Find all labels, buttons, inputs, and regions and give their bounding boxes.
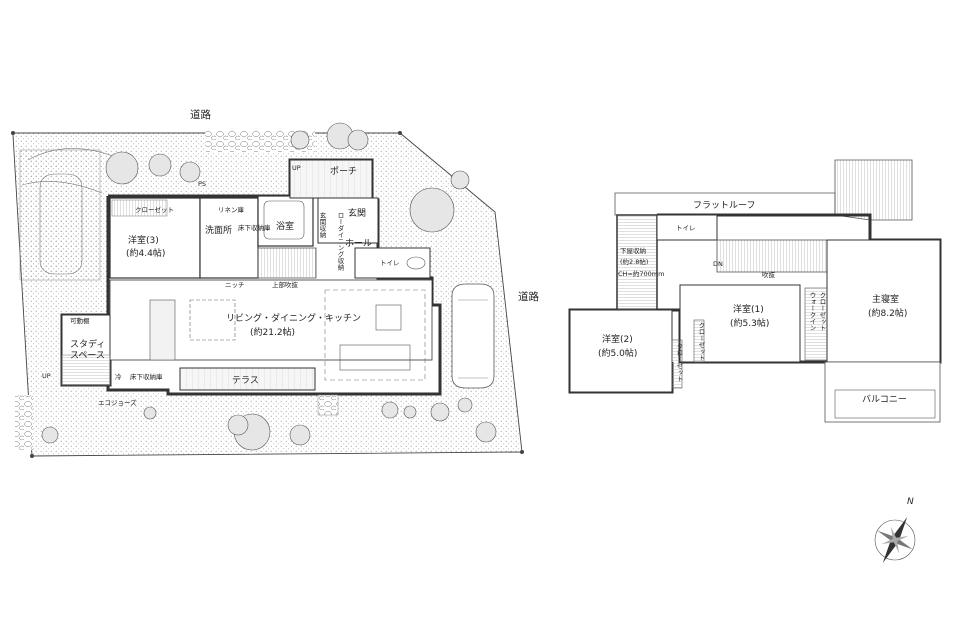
ps-label: PS — [198, 180, 206, 188]
under-floor-storage-label: 床下収納庫 — [238, 223, 271, 232]
niche-label: ニッチ — [225, 281, 245, 289]
living-table — [375, 304, 402, 331]
porch-label: ポーチ — [330, 166, 357, 177]
road-right-label: 道路 — [518, 290, 539, 303]
fridge-label: 冷 — [115, 372, 122, 381]
washroom-label: 洗面所 — [205, 224, 232, 236]
balcony — [824, 361, 941, 423]
kitchen-storage-label: 床下収納庫 — [130, 372, 163, 381]
lower-storage-ch: CH=約700mm — [618, 269, 664, 278]
kitchen-counter — [149, 299, 176, 361]
car-left — [39, 173, 83, 275]
low-dining-storage-label: ローダイニング収納 — [336, 212, 344, 272]
room-porch — [289, 159, 373, 199]
walk-in-closet-label-1: ウォークイン — [808, 292, 816, 331]
walk-in-closet-label-2: クローゼット — [818, 292, 826, 332]
lower-storage — [616, 214, 658, 311]
western-room-2-label: 洋室(2) — [602, 333, 633, 345]
dn-label: DN — [713, 260, 723, 268]
entrance-label: 玄関 — [348, 207, 366, 219]
terrace — [179, 367, 316, 391]
study-space-label: スペース — [70, 351, 105, 361]
compass: N — [874, 497, 916, 563]
car-right — [451, 283, 495, 389]
terrace-label: テラス — [232, 375, 259, 386]
stairs-ground — [257, 247, 317, 279]
hall-label: ホール — [345, 238, 372, 249]
upper-stairs — [716, 239, 828, 273]
upper-floor-plan: フラットルーフ 下屋収納 (約2.8帖) CH=約700mm トイレ DN 吹抜… — [568, 159, 942, 423]
room-western-2 — [569, 309, 673, 393]
western-room-1-label: 洋室(1) — [733, 303, 764, 315]
western-room-1-size: (約5.3帖) — [730, 317, 769, 329]
cobble-path — [15, 395, 33, 450]
atrium-dashed — [324, 289, 426, 381]
ground-floor-plan: 道路 道路 ポーチ 玄関 ホール 浴室 洗面所 リネン庫 床下収納庫 トイレ ク… — [11, 108, 539, 458]
up-label-2: UP — [42, 372, 51, 380]
western-room-3-label: 洋室(3) — [128, 234, 159, 246]
bath-label: 浴室 — [276, 220, 294, 232]
ldk-size: (約21.2帖) — [250, 326, 295, 338]
upper-atrium-label: 上部吹抜 — [272, 280, 299, 289]
study-label: スタディ — [70, 338, 105, 350]
western-room-2-size: (約5.0帖) — [598, 347, 637, 359]
road-top-label: 道路 — [190, 108, 211, 121]
closet-1 — [671, 339, 683, 389]
linen-label: リネン庫 — [218, 205, 245, 214]
cobble-front — [205, 130, 315, 152]
closet-ground-label: クローゼット — [135, 205, 174, 214]
upper-toilet-label: トイレ — [676, 224, 696, 232]
north-mark: N — [907, 497, 914, 507]
trees — [41, 122, 497, 451]
living-sofa — [339, 344, 411, 371]
closet-2 — [693, 319, 705, 363]
roof-right — [834, 159, 913, 221]
lower-storage-size: (約2.8帖) — [620, 257, 648, 266]
balcony-label: バルコニー — [862, 394, 907, 405]
closet-1-label: クローゼット — [697, 322, 705, 362]
flat-roof-label: フラットルーフ — [693, 200, 755, 211]
master-bedroom-label: 主寝室 — [872, 293, 899, 305]
western-room-3-size: (約4.4帖) — [126, 247, 165, 259]
master-bedroom-size: (約8.2帖) — [868, 307, 907, 319]
toilet-ground-label: トイレ — [380, 259, 400, 267]
dining-table — [189, 299, 236, 341]
room-toilet-ground — [354, 247, 431, 279]
room-entrance — [317, 197, 379, 244]
movable-shelf-label: 可動棚 — [70, 316, 90, 325]
closet-2-label: クローゼット — [675, 343, 683, 383]
ldk-label: リビング・ダイニング・キッチン — [226, 312, 361, 324]
lower-storage-label: 下屋収納 — [620, 246, 646, 255]
up-label-1: UP — [292, 164, 301, 172]
ecojoz-label: エコジョーズ — [98, 398, 137, 407]
upper-toilet — [656, 214, 718, 241]
parking-left — [19, 149, 101, 281]
atrium-label: 吹抜 — [762, 270, 776, 279]
entrance-storage-label: 玄関収納 — [318, 211, 326, 240]
